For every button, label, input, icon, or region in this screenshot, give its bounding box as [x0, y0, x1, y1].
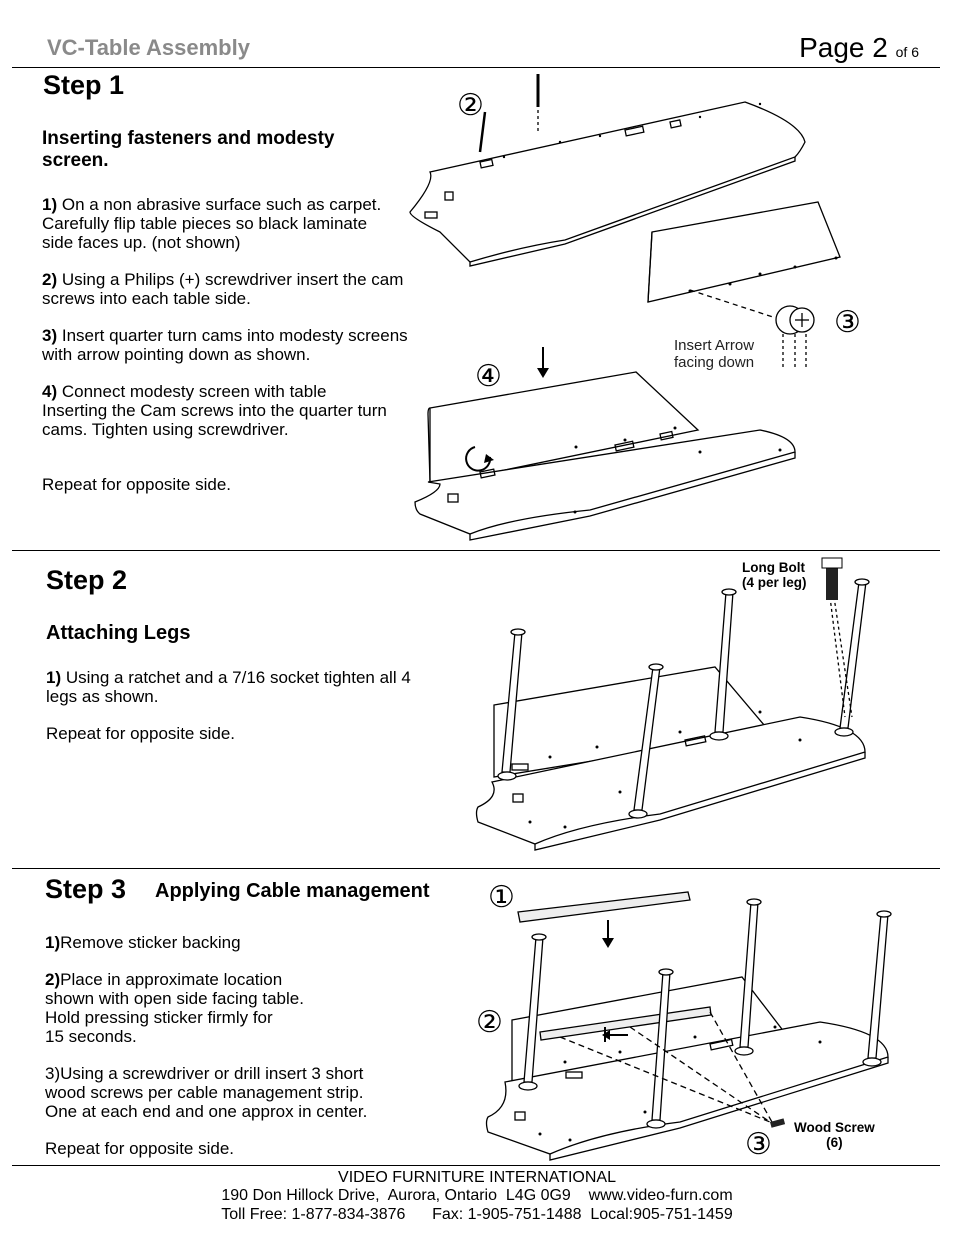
step1-instruction-2-text: Using a Philips (+) screwdriver insert t… [42, 270, 404, 308]
step1-instruction-4-text: Connect modesty screen with table Insert… [42, 382, 387, 439]
step3-marker-2: ② [476, 1005, 503, 1040]
step2-instruction-1-text: Using a ratchet and a 7/16 socket tighte… [46, 668, 411, 706]
step2-illustration [475, 557, 870, 851]
step1-instruction-3: 3) Insert quarter turn cams into modesty… [42, 326, 417, 364]
step3-instruction-2-text: Place in approximate location shown with… [45, 970, 304, 1046]
document-title: VC-Table Assembly [47, 35, 250, 60]
step3-subtitle: Applying Cable management [155, 880, 430, 902]
step1-instruction-3-number: 3) [42, 326, 58, 345]
step1-illustration: ② ③ ④ [409, 74, 861, 541]
step1-divider [12, 550, 940, 551]
footer-phone: Toll Free: 1-877-834-3876 Fax: 1-905-751… [221, 1206, 733, 1223]
footer-address: 190 Don Hillock Drive, Aurora, Ontario L… [221, 1187, 733, 1204]
page-label: Page 2 [799, 32, 888, 63]
step2-instruction-1: 1) Using a ratchet and a 7/16 socket tig… [46, 668, 421, 706]
step3-title: Step 3 [45, 874, 127, 904]
header-rule [12, 67, 940, 68]
step3-instruction-2-number: 2) [45, 970, 61, 989]
step1-instruction-4-number: 4) [42, 382, 58, 401]
step1-title: Step 1 [43, 70, 125, 100]
step3-marker-3: ③ [745, 1127, 772, 1162]
step3-instruction-1: 1)Remove sticker backing [45, 933, 241, 952]
step1-subtitle: Inserting fasteners and modesty screen. [42, 128, 335, 171]
step1-instruction-1: 1) On a non abrasive surface such as car… [42, 195, 392, 252]
footer-company: VIDEO FURNITURE INTERNATIONAL [338, 1169, 616, 1186]
page-number: Page 2 of 6 [799, 32, 919, 64]
step1-marker-4: ④ [475, 359, 502, 394]
insert-arrow-callout: Insert Arrow facing down [674, 337, 755, 371]
step3-marker-1: ① [488, 880, 515, 915]
step1-instruction-1-text: On a non abrasive surface such as carpet… [42, 195, 382, 252]
step3-illustration: ① ② ③ [476, 880, 892, 1162]
page-of: of 6 [895, 44, 919, 60]
step1-repeat-note: Repeat for opposite side. [42, 475, 232, 494]
step1-marker-3: ③ [834, 305, 861, 340]
step3-instruction-2: 2)Place in approximate location shown wi… [45, 970, 304, 1046]
step2-repeat-note: Repeat for opposite side. [46, 724, 236, 743]
step3-instruction-1-number: 1) [45, 933, 61, 952]
step3-instruction-1-text: Remove sticker backing [60, 933, 241, 952]
step3-repeat-note: Repeat for opposite side. [45, 1139, 235, 1158]
step1-instruction-3-text: Insert quarter turn cams into modesty sc… [42, 326, 408, 364]
wood-screw-label: Wood Screw (6) [794, 1120, 875, 1150]
step3-instruction-3: 3)Using a screwdriver or drill insert 3 … [45, 1064, 368, 1121]
step1-instruction-4: 4) Connect modesty screen with table Ins… [42, 382, 392, 439]
step2-subtitle: Attaching Legs [46, 622, 191, 644]
step1-instruction-2: 2) Using a Philips (+) screwdriver inser… [42, 270, 407, 308]
long-bolt-label: Long Bolt (4 per leg) [742, 560, 807, 590]
step2-divider [12, 868, 940, 869]
step1-instruction-1-number: 1) [42, 195, 58, 214]
step1-instruction-2-number: 2) [42, 270, 58, 289]
step2-title: Step 2 [46, 565, 128, 595]
footer-rule [12, 1165, 940, 1166]
step1-marker-2: ② [457, 88, 484, 123]
step2-instruction-1-number: 1) [46, 668, 62, 687]
